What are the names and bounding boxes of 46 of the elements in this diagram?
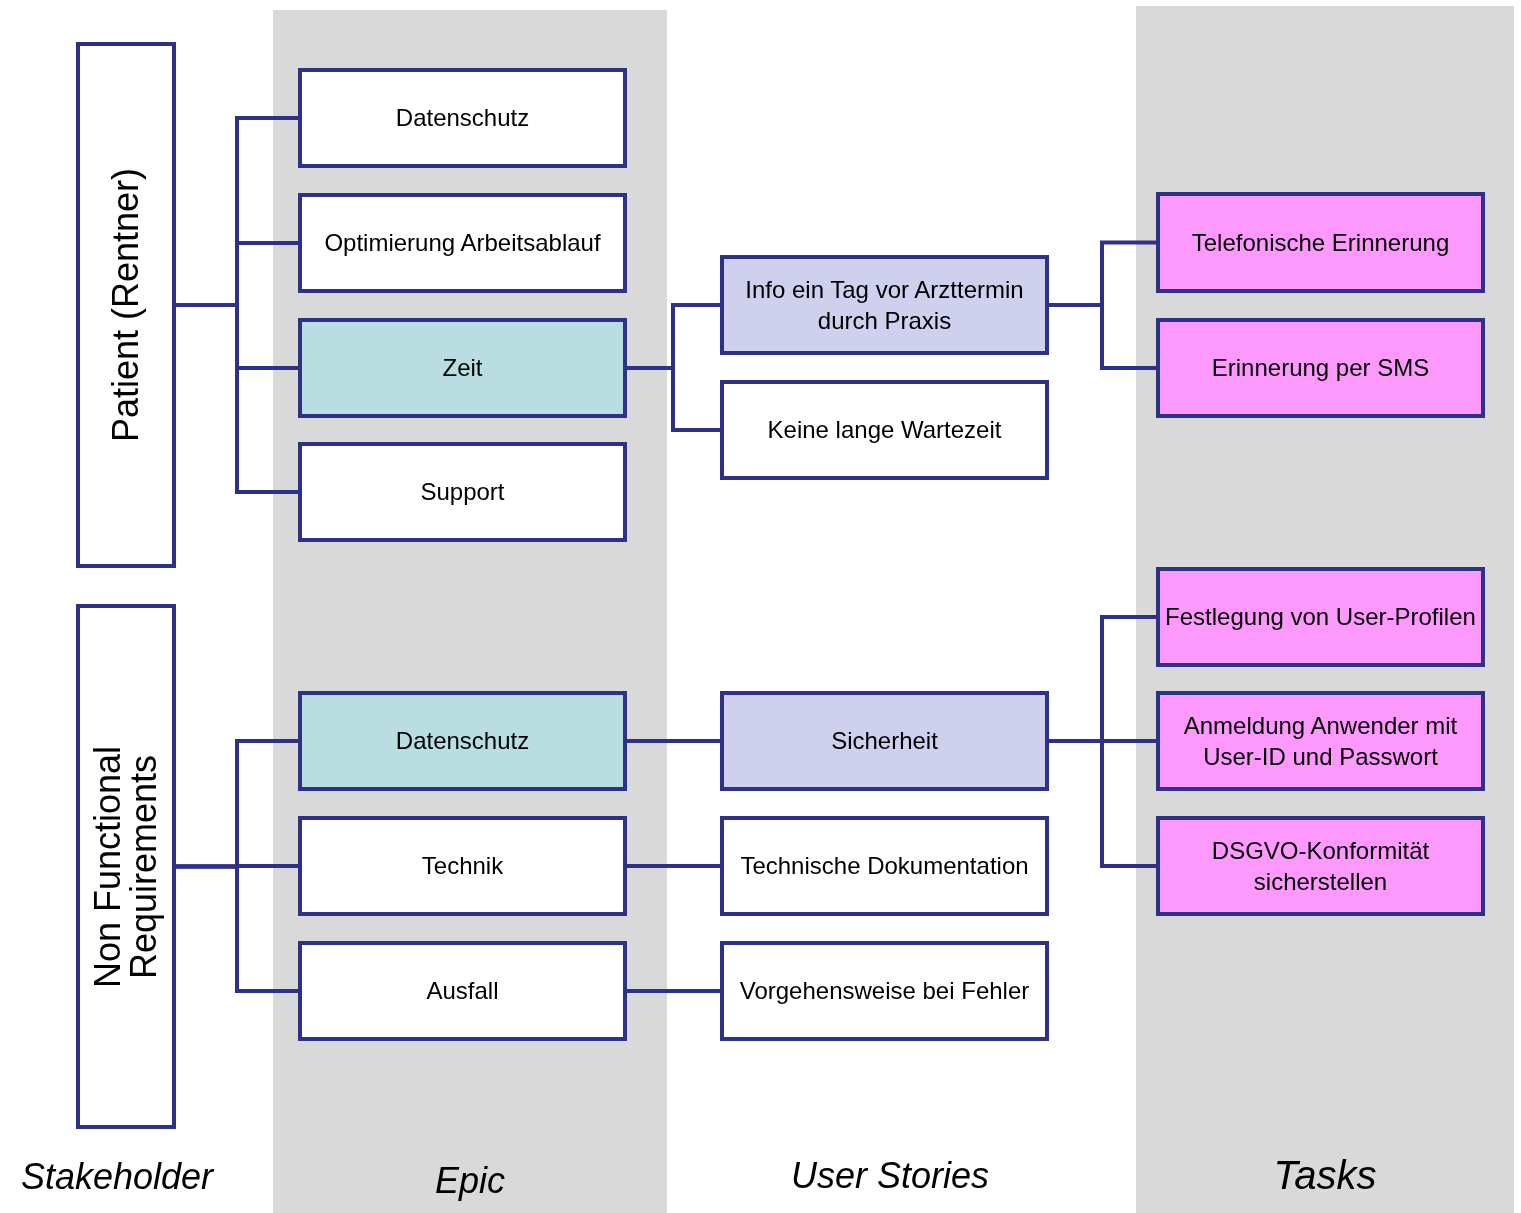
node-text: Vorgehensweise bei Fehler: [738, 976, 1031, 1007]
item-box: [720, 691, 1049, 791]
item-box: [298, 442, 627, 542]
column-heading: Tasks: [1273, 1152, 1377, 1198]
node-text: Sicherheit: [830, 726, 939, 757]
item-box: [298, 691, 627, 791]
item-box: [1156, 567, 1485, 667]
node-text: Zeit: [441, 353, 484, 384]
node-text: Erinnerung per SMS: [1210, 353, 1431, 384]
node-text: Patient (Rentner): [108, 166, 144, 445]
node-text: Info ein Tag vor Arzttermin durch Praxis: [744, 274, 1025, 336]
node-text: Festlegung von User-Profilen: [1164, 602, 1477, 633]
node-text: DSGVO-Konformität sicherstellen: [1210, 835, 1431, 897]
node-text: Ausfall: [425, 976, 500, 1007]
item-box: [298, 816, 627, 916]
node-text: Datenschutz: [394, 726, 531, 757]
node-text: Support: [419, 477, 506, 508]
item-box: [1156, 816, 1485, 916]
node-text: Anmeldung Anwender mit User-ID und Passwort: [1182, 710, 1459, 772]
column-heading: Stakeholder: [20, 1156, 214, 1198]
node-text: Telefonische Erinnerung: [1190, 227, 1451, 258]
connector-line: [627, 864, 720, 868]
node-text: Optimierung Arbeitsablauf: [323, 228, 602, 259]
node-text: Keine lange Wartezeit: [766, 415, 1003, 446]
connector-line: [627, 989, 720, 993]
item-box: [720, 816, 1049, 916]
node-text: Technik: [420, 851, 505, 882]
column-heading: Epic: [435, 1160, 505, 1202]
connector-line: [627, 739, 720, 743]
node-text: Technische Dokumentation: [739, 851, 1030, 882]
connector-line: [176, 864, 298, 993]
item-box: [298, 193, 627, 293]
item-box: [1156, 691, 1485, 791]
node-text: Datenschutz: [394, 103, 531, 134]
item-box: [720, 380, 1049, 480]
item-box: [1156, 192, 1485, 293]
item-box: [298, 941, 627, 1041]
item-box: [1156, 318, 1485, 418]
item-box: [720, 941, 1049, 1041]
column-heading: User Stories: [790, 1155, 990, 1197]
item-box: [720, 255, 1049, 355]
item-box: [298, 68, 627, 168]
stakeholder-box: [76, 604, 176, 1129]
stakeholder-box: [76, 42, 176, 568]
node-text: Non Functional Requirements: [90, 744, 162, 990]
item-box: [298, 318, 627, 418]
